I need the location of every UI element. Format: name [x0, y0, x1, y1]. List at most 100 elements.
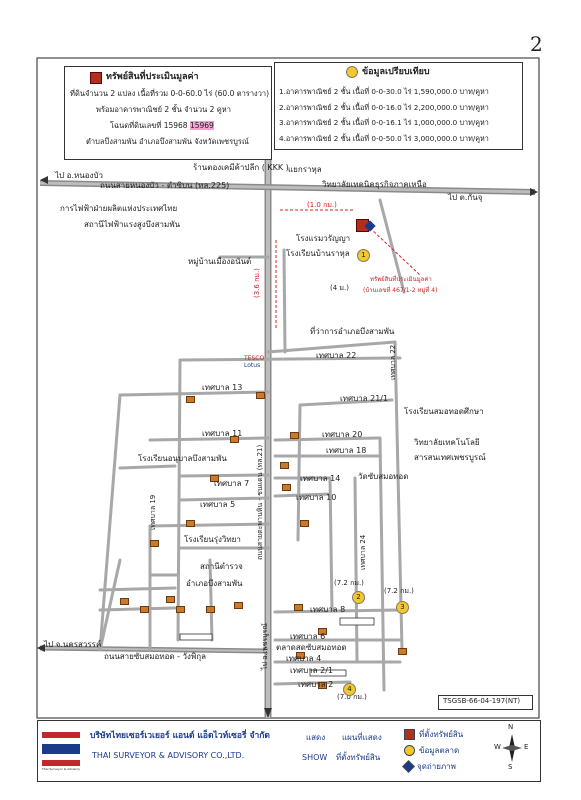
map-label-soi24: เทศบาล 24	[359, 534, 367, 570]
house-icon	[140, 606, 149, 613]
map-label-market: ตลาดสดซับสมอทอด	[276, 643, 347, 652]
subject-line-1: ที่ดินจำนวน 2 แปลง เนื้อที่รวม 0-0-60.0 …	[70, 89, 270, 98]
track-blocks	[179, 617, 375, 677]
comparable-marker-1: 1	[357, 249, 370, 262]
house-icon	[282, 484, 291, 491]
comparable-item: 4.อาคารพาณิชย์ 2 ชั้น เนื้อที่ 0-0-50.0 …	[279, 133, 489, 143]
subject-title: ทรัพย์สินที่ประเมินมูลค่า	[106, 72, 199, 82]
comparables-list: 1.อาคารพาณิชย์ 2 ชั้น เนื้อที่ 0-0-30.0 …	[279, 84, 489, 146]
map-label-main-road: ถนนสายตะพานหิน - ชนแดน (ทล.21)	[256, 444, 264, 560]
map-label-tesco2: Lotus	[244, 362, 261, 369]
compass-e: E	[524, 743, 529, 751]
house-icon	[186, 396, 195, 403]
house-icon	[290, 432, 299, 439]
arrow-west-north	[40, 176, 48, 184]
arrow-west-south	[37, 644, 45, 652]
footer-bar	[37, 720, 541, 782]
arrow-east	[530, 188, 538, 196]
legend-item: จุดถ่ายภาพ	[402, 760, 456, 773]
map-code-box	[438, 695, 533, 710]
company-name-th: บริษัทไทยเซอร์เวเยอร์ แอนด์ แอ็ดไวท์เซอร…	[90, 731, 270, 741]
map-label-wat: วัดซับสมอทอด	[358, 472, 409, 481]
map-label-soi14: เทศบาล 14	[300, 474, 341, 483]
house-icon	[150, 540, 159, 547]
map-code: TSGSB-66-04-197(NT)	[443, 697, 521, 705]
house-icon	[230, 436, 239, 443]
map-label-soi22-v: เทศบาล 22	[389, 344, 397, 380]
map-label-pea2: สถานีไฟฟ้าแรงสูงบึงสามพัน	[84, 220, 181, 229]
house-icon	[256, 392, 265, 399]
map-label-to-nongbua: ไป อ.หนองบัว	[55, 171, 104, 180]
house-icon	[398, 648, 407, 655]
house-icon	[206, 606, 215, 613]
house-icon	[296, 652, 305, 659]
legend-swatch-circle-icon	[404, 745, 415, 756]
map-label-soi2: เทศบาล 2	[298, 680, 334, 689]
house-icon	[300, 520, 309, 527]
map-label-dist-70: (7.0 กม.)	[337, 693, 367, 701]
page-number: 2	[530, 32, 543, 56]
map-label-soi10: เทศบาล 10	[296, 493, 337, 502]
comparable-marker-4: 4	[343, 683, 356, 696]
map-label-school-somthod: โรงเรียนสมอทอดศึกษา	[404, 407, 484, 416]
map-label-school-anuban: โรงเรียนอนุบาลบึงสามพัน	[138, 454, 227, 463]
subject-deed-highlight: 15969	[189, 121, 214, 130]
subject-marker-icon	[90, 72, 102, 84]
show-label-en: SHOW	[302, 753, 328, 762]
house-icon	[186, 520, 195, 527]
map-label-dist-72a: (7.2 กม.)	[334, 579, 364, 587]
map-label-intersection: แยกราหุล	[288, 165, 322, 174]
compass-s: S	[508, 763, 513, 771]
logo-caption: Thai Surveyor & Advisory Co.,Ltd.	[42, 767, 80, 771]
map-label-soi2-1: เทศบาล 2/1	[290, 666, 333, 675]
map-label-kkk: ร้านตองเคมีค้าปลีก ( KKK )	[193, 163, 289, 172]
house-icon	[318, 682, 327, 689]
comparable-marker-2: 2	[352, 591, 365, 604]
map-label-tech2b: สารสนเทศเพชรบูรณ์	[414, 453, 486, 462]
company-logo: Thai Surveyor & Advisory Co.,Ltd.	[42, 726, 80, 772]
comparable-item: 2.อาคารพาณิชย์ 2 ชั้น เนื้อที่ 0-0-16.0 …	[279, 102, 489, 112]
map-label-soi13: เทศบาล 13	[202, 383, 243, 392]
map-label-soi7: เทศบาล 7	[214, 479, 250, 488]
legend-swatch-square-icon	[404, 729, 415, 740]
map-label-soi19: เทศบาล 19	[149, 494, 157, 530]
map-label-soi4: เทศบาล 4	[286, 654, 322, 663]
map-label-dist-1km: (1.0 กม.)	[307, 201, 337, 209]
house-icon	[120, 598, 129, 605]
map-label-soi21-1: เทศบาล 21/1	[340, 394, 389, 403]
house-icon	[318, 628, 327, 635]
map-label-soi20: เทศบาล 20	[322, 430, 363, 439]
map-label-police2: อำเภอบึงสามพัน	[186, 579, 243, 588]
map-label-soi6: เทศบาล 6	[290, 632, 326, 641]
map-label-dist-4m: (4 ม.)	[330, 284, 349, 292]
legend-item: ที่ตั้งทรัพย์สิน	[404, 728, 463, 741]
comparable-marker-icon	[346, 66, 358, 78]
comparable-item: 1.อาคารพาณิชย์ 2 ชั้น เนื้อที่ 0-0-30.0 …	[279, 87, 489, 96]
map-label-to-petchabun: ไป อ.เพชรบูรณ์	[261, 623, 269, 670]
show-label-th: แสดง	[306, 733, 326, 742]
map-label-tesco1: TESCO	[244, 355, 265, 362]
road-225	[39, 180, 536, 195]
road-south	[39, 645, 269, 654]
map-label-road-south: ถนนสายซับสมอทอด - วังพิกุล	[104, 652, 206, 661]
map-label-to-nakhonsawan: ไป จ.นครสวรรค์	[44, 640, 102, 649]
map-frame	[36, 57, 540, 719]
map-label-soi18: เทศบาล 18	[326, 446, 367, 455]
house-icon	[280, 462, 289, 469]
map-label-school-rahul: โรงเรียนบ้านราหุล	[286, 249, 350, 258]
subject-line-2: พร้อมอาคารพาณิชย์ 2 ชั้น จำนวน 2 คูหา	[96, 105, 231, 114]
legend-label: ข้อมูลตลาด	[419, 746, 460, 755]
legend-swatch-diamond-icon	[402, 760, 415, 773]
legend-item: ข้อมูลตลาด	[404, 744, 459, 757]
map-label-to-chon: ไป ต.กันจุ	[448, 193, 483, 202]
map-label-dist-72b: (7.2 กม.)	[384, 587, 414, 595]
map-label-district-office: ที่ว่าการอำเภอบึงสามพัน	[310, 327, 395, 336]
map-label-dist-3-6: (3.6 กม.)	[253, 268, 261, 298]
legend-label: จุดถ่ายภาพ	[417, 762, 456, 771]
house-icon	[234, 602, 243, 609]
map-label-soi11: เทศบาล 11	[202, 429, 243, 438]
house-icon	[210, 475, 219, 482]
compass-w: W	[494, 743, 501, 751]
distance-lines	[275, 209, 421, 330]
